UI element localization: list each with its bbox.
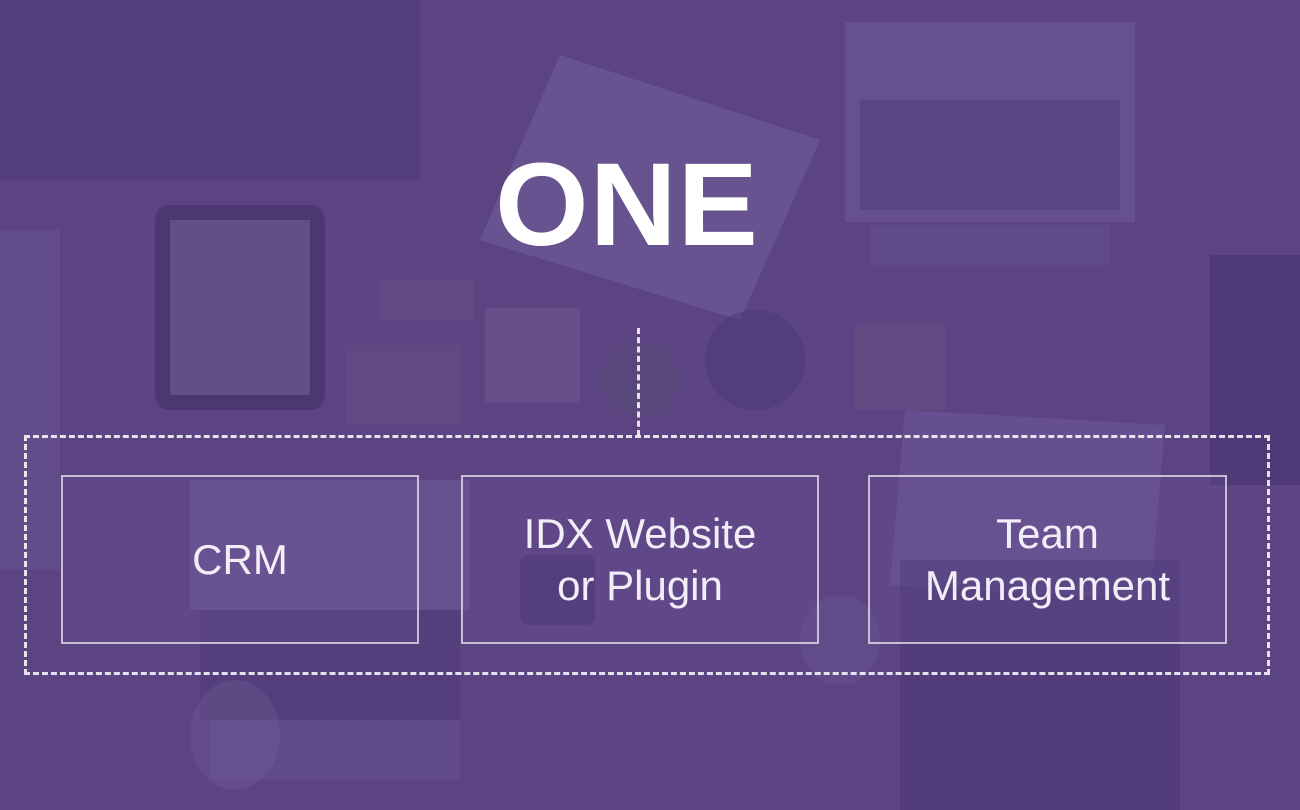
crm-label: CRM — [192, 535, 288, 583]
main-title: ONE — [495, 139, 759, 271]
idx-website-box: IDX Website or Plugin — [461, 475, 819, 644]
dashed-connector-line — [637, 328, 640, 436]
crm-box: CRM — [61, 475, 419, 644]
idx-website-label: IDX Website or Plugin — [523, 509, 757, 609]
team-management-label: Team Management — [924, 509, 1171, 609]
team-management-box: Team Management — [868, 475, 1227, 644]
dashed-group-frame — [24, 435, 1270, 675]
